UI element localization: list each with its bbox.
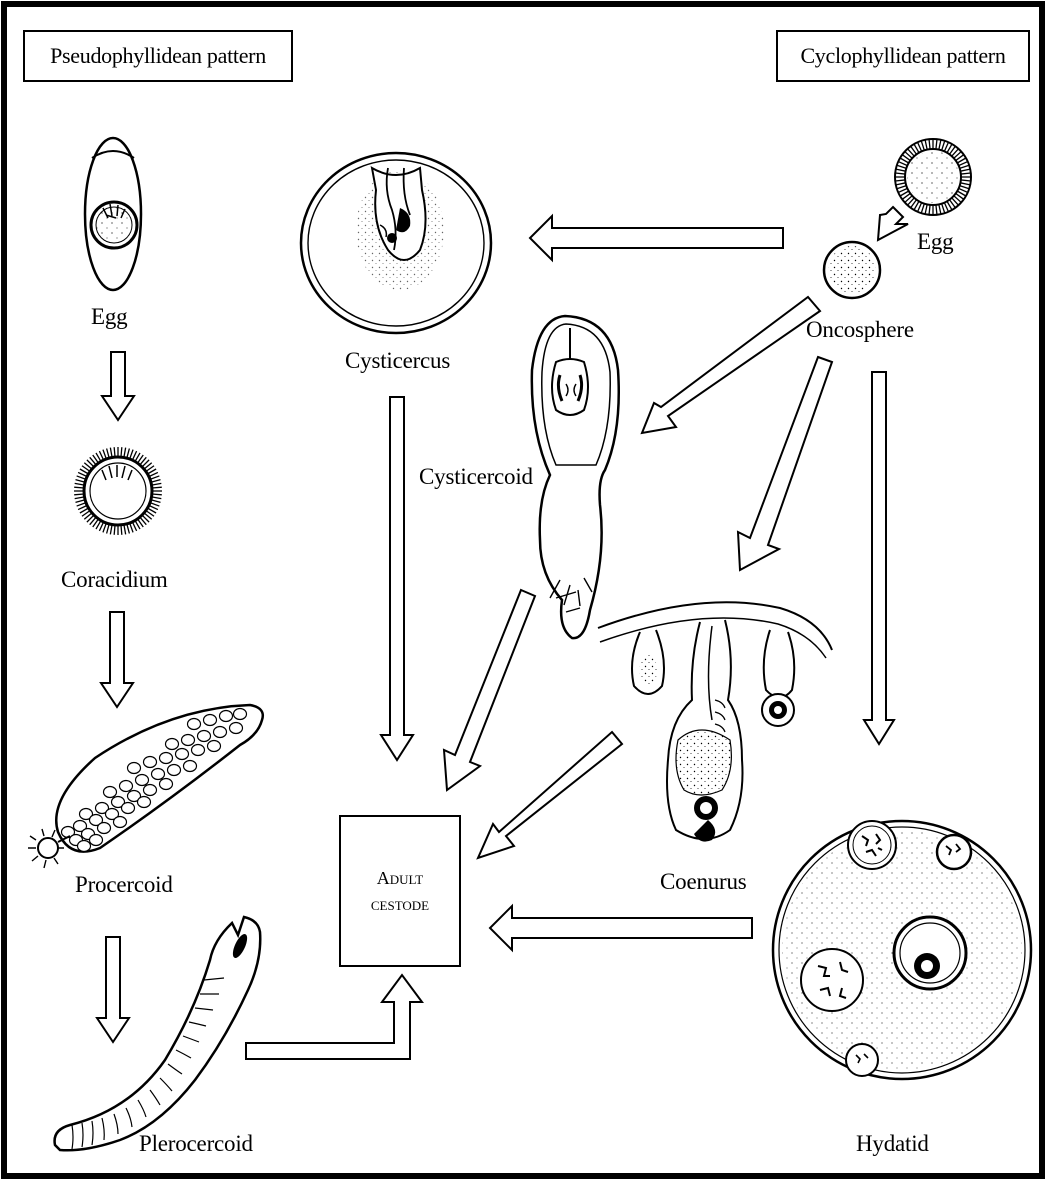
hydatid-drawing bbox=[773, 821, 1031, 1079]
adult-label-line1: Adult bbox=[377, 865, 423, 891]
egg-right-drawing bbox=[895, 139, 971, 215]
cysticercus-label: Cysticercus bbox=[345, 348, 450, 374]
oncosphere-drawing bbox=[824, 242, 880, 298]
adult-cestode-box: Adult cestode bbox=[339, 815, 461, 967]
arrow-procercoid-to-plerocercoid bbox=[97, 937, 129, 1042]
arrow-egg-to-oncosphere bbox=[878, 207, 908, 240]
arrow-plerocercoid-to-adult bbox=[246, 975, 422, 1059]
oncosphere-label: Oncosphere bbox=[806, 317, 914, 343]
arrow-hydatid-to-adult bbox=[490, 906, 752, 950]
cysticercus-drawing bbox=[301, 153, 491, 333]
arrow-cysticercus-to-adult bbox=[381, 397, 413, 760]
arrow-coracidium-to-procercoid bbox=[101, 612, 133, 707]
cyclophyllidean-pattern-header: Cyclophyllidean pattern bbox=[776, 30, 1030, 82]
egg-left-label: Egg bbox=[91, 304, 127, 330]
arrow-oncosphere-to-cysticercoid bbox=[642, 297, 820, 433]
hydatid-label: Hydatid bbox=[856, 1131, 929, 1157]
plerocercoid-label: Plerocercoid bbox=[139, 1131, 253, 1157]
arrow-cysticercoid-to-adult bbox=[444, 590, 535, 790]
egg-left-drawing bbox=[85, 138, 141, 290]
pseudophyllidean-pattern-header: Pseudophyllidean pattern bbox=[23, 30, 293, 82]
arrow-oncosphere-to-cysticercus bbox=[530, 216, 783, 260]
cysticercoid-label: Cysticercoid bbox=[419, 464, 533, 490]
coenurus-label: Coenurus bbox=[660, 869, 747, 895]
arrow-coenurus-to-adult bbox=[478, 732, 622, 858]
arrow-egg-to-coracidium bbox=[102, 352, 134, 420]
arrow-oncosphere-to-coenurus bbox=[738, 357, 832, 570]
procercoid-drawing bbox=[28, 705, 263, 868]
arrow-oncosphere-to-hydatid bbox=[864, 372, 894, 744]
coenurus-drawing bbox=[598, 602, 832, 841]
plerocercoid-drawing bbox=[55, 917, 261, 1150]
adult-label-line2: cestode bbox=[371, 891, 429, 917]
coracidium-label: Coracidium bbox=[61, 567, 168, 593]
procercoid-label: Procercoid bbox=[75, 872, 173, 898]
coracidium-drawing bbox=[74, 447, 162, 535]
egg-right-label: Egg bbox=[917, 229, 953, 255]
cysticercoid-drawing bbox=[532, 316, 619, 638]
